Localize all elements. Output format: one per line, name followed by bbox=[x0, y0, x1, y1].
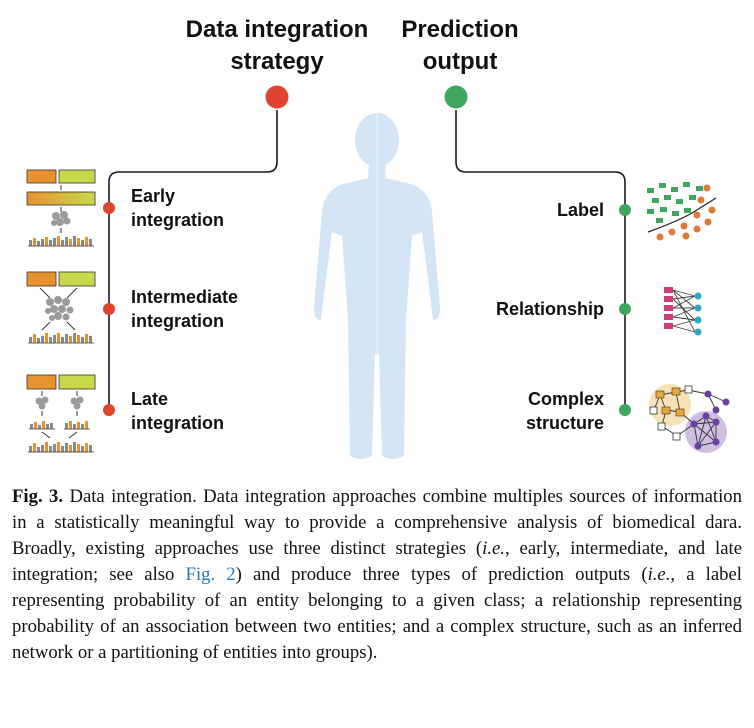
output-root-dot bbox=[444, 85, 468, 109]
late-integration-dot bbox=[103, 404, 115, 416]
complex-structure-output-dot bbox=[619, 404, 631, 416]
caption-text-part2: , early, intermediate, and late integrat… bbox=[12, 538, 742, 585]
output-header: Prediction output bbox=[380, 14, 540, 78]
intermediate-integration-dot bbox=[103, 303, 115, 315]
strategy-label-late: Late integration bbox=[131, 389, 224, 433]
figure-caption: Fig. 3. Data integration. Data integrati… bbox=[12, 484, 742, 666]
caption-ie-2: i.e. bbox=[647, 564, 671, 585]
human-silhouette-icon bbox=[313, 113, 441, 460]
caption-figure-label: Fig. 3. bbox=[12, 486, 64, 507]
relationship-output-dot bbox=[619, 303, 631, 315]
caption-figure-reference-link[interactable]: Fig. 2 bbox=[185, 564, 236, 585]
strategy-header-line2: strategy bbox=[230, 48, 324, 75]
label-scatter-icon bbox=[647, 182, 717, 241]
caption-ie-1: i.e. bbox=[482, 538, 505, 559]
late-integration-flow-icon bbox=[26, 374, 96, 453]
caption-text-part3: ) and produce three types of prediction … bbox=[235, 564, 648, 585]
caption-text-part1: Data integration. Data integration appro… bbox=[12, 486, 742, 559]
output-label-complex-structure: Complex structure bbox=[525, 389, 604, 433]
early-integration-dot bbox=[103, 202, 115, 214]
output-header-line1: Prediction bbox=[401, 16, 519, 43]
early-integration-flow-icon bbox=[26, 169, 96, 247]
complex-structure-network-icon bbox=[649, 384, 730, 453]
strategy-header-line1: Data integration bbox=[185, 16, 369, 43]
strategy-header: Data integration strategy bbox=[162, 14, 392, 78]
figure-panel: Data integration strategy Prediction out… bbox=[26, 14, 730, 460]
intermediate-integration-flow-icon bbox=[26, 271, 96, 344]
strategy-label-early: Early integration bbox=[131, 186, 224, 230]
output-label-relationship: Relationship bbox=[495, 299, 604, 319]
caption-text-part4: , a label representing probability of an… bbox=[12, 564, 742, 663]
label-output-dot bbox=[619, 204, 631, 216]
relationship-network-icon bbox=[664, 287, 702, 336]
strategy-root-dot bbox=[265, 85, 289, 109]
strategy-connector-lines bbox=[108, 110, 626, 410]
output-label-label: Label bbox=[556, 200, 604, 220]
output-header-line2: output bbox=[422, 48, 498, 75]
strategy-label-intermediate: Intermediate integration bbox=[131, 287, 239, 331]
diagram-canvas bbox=[26, 85, 730, 460]
